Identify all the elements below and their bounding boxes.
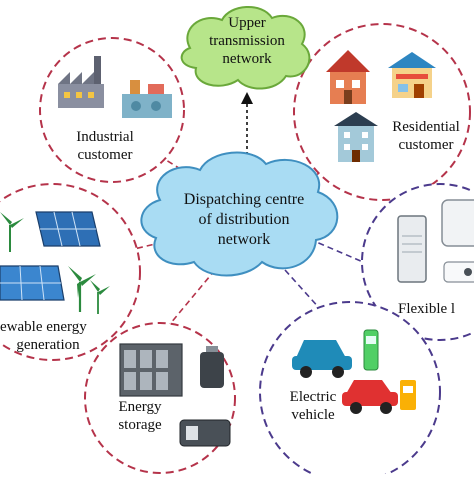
- connector-storage: [164, 269, 216, 331]
- industrial-label-line1: Industrial: [76, 129, 134, 145]
- storage-label: Energy storage: [102, 398, 178, 434]
- industrial-label: Industrial customer: [50, 128, 160, 164]
- residential-label-line2: customer: [398, 137, 454, 153]
- flexible-label-line1: Flexible l: [398, 301, 456, 317]
- center-label-line1: Dispatching centre: [183, 191, 305, 208]
- connector-renewable: [129, 239, 173, 251]
- top-label-line3: network: [222, 51, 272, 67]
- node-circle-residential: [293, 23, 471, 201]
- renewable-label: ewable energy generation: [0, 318, 118, 354]
- top-label: Upper transmission network: [195, 14, 299, 68]
- top-label-line1: Upper: [228, 15, 266, 31]
- water-heater-icon: [441, 199, 474, 283]
- connector-ev: [284, 269, 331, 321]
- storage-label-line2: storage: [118, 417, 162, 433]
- factory-icon: [58, 56, 104, 108]
- node-circle-renewable: [0, 183, 141, 361]
- ev-label: Electric vehicle: [276, 388, 350, 424]
- solar-panel-icon: [0, 211, 101, 301]
- renewable-label-line2: generation: [16, 337, 80, 353]
- residential-label-line1: Residential: [392, 119, 460, 135]
- residential-label: Residential customer: [378, 118, 474, 154]
- renewable-label-line1: ewable energy: [0, 319, 87, 335]
- house-icon: [326, 50, 370, 104]
- battery-icon: [179, 346, 231, 447]
- charging-station-icon: [363, 329, 416, 410]
- industrial-plant-icon: [122, 80, 172, 118]
- apartment-icon: [334, 112, 378, 162]
- air-conditioner-icon: [397, 215, 427, 283]
- node-circle-industrial: [39, 37, 185, 183]
- ev-label-line2: vehicle: [291, 407, 335, 423]
- top-label-line2: transmission: [209, 33, 285, 49]
- industrial-label-line2: customer: [77, 147, 133, 163]
- center-label-line2: of distribution: [198, 211, 290, 228]
- shop-house-icon: [388, 52, 436, 98]
- ev-label-line1: Electric: [289, 389, 337, 405]
- wind-turbine-icon: [0, 212, 110, 314]
- battery-rack-icon: [119, 343, 183, 397]
- cloud-icon-top: [180, 5, 311, 90]
- storage-label-line1: Energy: [118, 399, 162, 415]
- center-label: Dispatching centre of distribution netwo…: [146, 190, 342, 250]
- cloud-icon-center: [140, 151, 339, 277]
- electric-car-icon: [292, 340, 398, 414]
- flexible-label: Flexible l: [398, 300, 474, 318]
- center-label-line3: network: [217, 231, 271, 248]
